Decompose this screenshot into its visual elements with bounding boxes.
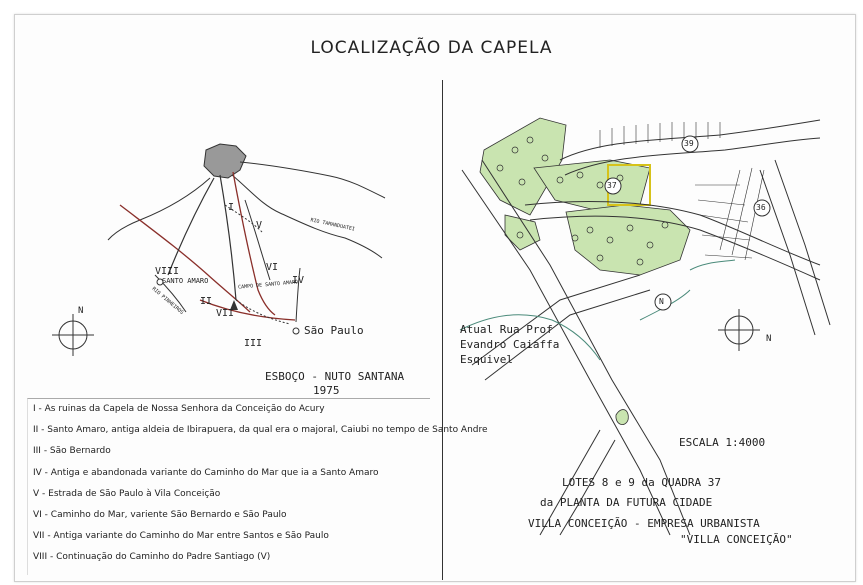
city-area <box>203 143 247 179</box>
north-marker-circle <box>654 293 672 311</box>
street-middle <box>524 200 821 266</box>
roman-i-label: I <box>228 202 235 213</box>
street-note-line-3: Esquivel <box>460 353 513 366</box>
compass-right-n: N <box>766 334 772 344</box>
roman-vi-label: VI <box>266 262 279 273</box>
legend-box: I - As ruinas da Capela de Nossa Senhora… <box>27 398 488 575</box>
legend-item: V - Estrada de São Paulo à Vila Conceiçã… <box>33 488 221 499</box>
road-dark-3 <box>244 199 271 281</box>
trees <box>496 136 669 266</box>
street-right <box>759 169 816 336</box>
vegetation-area <box>504 214 541 251</box>
river-southwest <box>154 274 187 313</box>
road-red-1 <box>119 204 251 313</box>
map-sheet <box>14 14 856 582</box>
street-note-line-1: Atual Rua Prof <box>460 323 553 336</box>
street-note-line-2: Evandro Caiaffa <box>460 338 560 351</box>
street-bottom-branch-2 <box>559 439 616 536</box>
lots-caption-line-3: VILLA CONCEIÇÃO - EMPRESA URBANISTA <box>528 517 760 530</box>
legend-item: I - As ruinas da Capela de Nossa Senhora… <box>33 404 325 414</box>
roman-iv-label: IV <box>292 275 305 286</box>
lots-caption-line-1: LOTES 8 e 9 da QUADRA 37 <box>562 476 721 489</box>
road-dark-1 <box>219 174 237 301</box>
legend-item: VIII - Continuação do Caminho do Padre S… <box>33 552 271 563</box>
road-dark-2 <box>167 177 215 276</box>
vegetation-area <box>565 204 691 276</box>
road-dark-4 <box>295 267 301 323</box>
road-dotted-2 <box>235 299 291 325</box>
block-39-marker <box>681 135 699 153</box>
roman-viii-label: VIII <box>155 266 180 277</box>
river-right <box>459 314 601 361</box>
sao-paulo-point <box>292 327 300 335</box>
street-main-diagonal <box>461 169 671 536</box>
roman-iii-label: III <box>244 338 263 349</box>
street-middle-2 <box>529 215 821 281</box>
street-curved-top-2 <box>564 137 821 176</box>
legend-item: II - Santo Amaro, antiga aldeia de Ibira… <box>33 425 488 436</box>
lot-grid <box>599 122 765 261</box>
block-37-marker <box>604 177 622 195</box>
roman-v-label: V <box>256 220 263 231</box>
block-36-label: 36 <box>756 203 766 212</box>
legend-item: IV - Antiga e abandonada variante do Cam… <box>33 467 379 478</box>
legend-item: VI - Caminho do Mar, variente São Bernar… <box>33 509 287 520</box>
chapel-marker <box>230 300 238 310</box>
river-tamanduatei <box>231 174 383 259</box>
road-dotted <box>224 204 263 233</box>
lots-caption-line-2: da PLANTA DA FUTURA CIDADE <box>540 496 713 509</box>
block-37-label: 37 <box>607 181 617 190</box>
legend-item: III - São Bernardo <box>33 446 111 457</box>
sketch-year: 1975 <box>313 384 340 397</box>
scale-label: ESCALA 1:4000 <box>679 436 766 449</box>
compass-left-n: N <box>78 306 84 316</box>
street-bottom-branch <box>539 429 601 536</box>
street-main-diagonal-2 <box>481 159 691 536</box>
block-36-marker <box>753 199 771 217</box>
block-39-label: 39 <box>684 139 694 148</box>
lots-caption-line-4: "VILLA CONCEIÇÃO" <box>680 533 793 546</box>
roman-ii-label: II <box>200 296 213 307</box>
roman-vii-label: VII <box>216 308 235 319</box>
street-right-2 <box>774 159 831 326</box>
street-bottom-left-2 <box>484 289 651 381</box>
legend-item: VII - Antiga variante do Caminho do Mar … <box>33 531 329 542</box>
street-bottom-left <box>471 274 641 366</box>
roundabout-island <box>615 409 629 425</box>
road-red-2 <box>232 171 276 316</box>
label-sao-paulo: São Paulo <box>304 324 364 337</box>
label-santo-amaro: SANTO AMARO <box>162 277 209 285</box>
river-right-2 <box>689 259 736 271</box>
santo-amaro-point <box>156 278 164 286</box>
page-title: LOCALIZAÇÃO DA CAPELA <box>310 38 553 58</box>
river-north <box>239 161 386 199</box>
sketch-caption: ESBOÇO - NUTO SANTANA <box>265 370 405 383</box>
north-marker-label: N <box>659 297 664 306</box>
road-red-3 <box>199 299 296 321</box>
panel-divider <box>442 80 443 580</box>
